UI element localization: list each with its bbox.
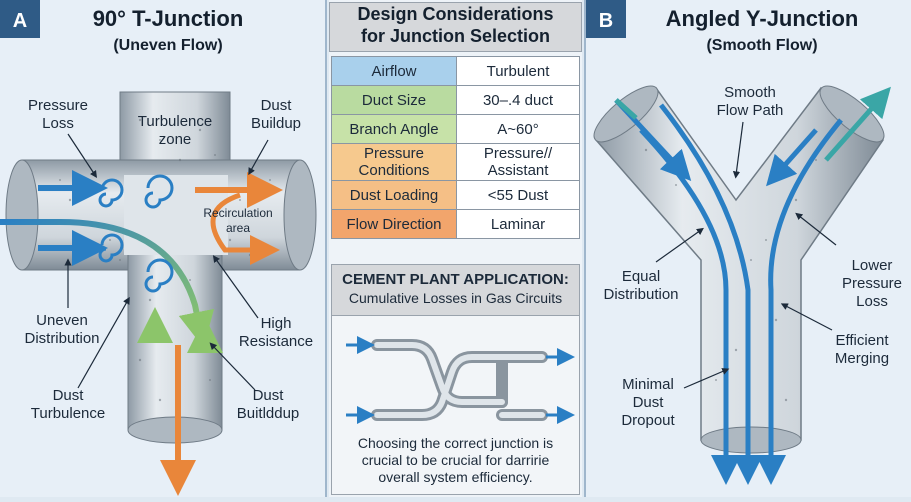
- design-table-value: Laminar: [490, 215, 546, 233]
- design-table-value-cell: Laminar: [456, 209, 580, 239]
- t-junction-left-opening: [5, 159, 39, 271]
- design-table-label: Dust Loading: [349, 186, 439, 204]
- swirl-icon: [98, 233, 124, 263]
- y-flow-lines: [614, 98, 843, 485]
- design-table-value: <55 Dust: [487, 186, 549, 204]
- callout-lines: [64, 133, 269, 391]
- design-table-value-cell: Pressure//Assistant: [456, 143, 580, 181]
- design-table-value: 30–.4 duct: [482, 91, 554, 109]
- design-table-value: Turbulent: [486, 62, 550, 80]
- design-table-row: Airflow Turbulent: [331, 56, 580, 86]
- badge-a: [0, 0, 40, 38]
- t-junction-title: 90° T-Junction: [93, 6, 244, 31]
- cement-plant-title: CEMENT PLANT APPLICATION:: [342, 271, 569, 288]
- main-flow-arrow: [0, 219, 215, 348]
- design-table-value-cell: Turbulent: [456, 56, 580, 86]
- design-table-row: Duct Size 30–.4 duct: [331, 85, 580, 115]
- turbulence-swirls: [98, 174, 174, 293]
- design-table-label: Pressure: [363, 145, 425, 162]
- gas-circuit-ducts: [346, 336, 575, 424]
- text-line: crucial to be crucial for darririe: [361, 452, 550, 468]
- design-table-label-cell: Flow Direction: [331, 209, 457, 239]
- t-junction-subtitle: (Uneven Flow): [113, 37, 222, 54]
- cement-plant-subtitle: Cumulative Losses in Gas Circuits: [348, 290, 563, 306]
- swirl-icon: [144, 174, 174, 209]
- design-table-row: Flow Direction Laminar: [331, 209, 580, 239]
- cement-plant-header: CEMENT PLANT APPLICATION: Cumulative Los…: [332, 265, 579, 316]
- design-table-label: Branch Angle: [349, 120, 439, 138]
- badge-b: [586, 0, 626, 38]
- cement-plant-box: CEMENT PLANT APPLICATION: Cumulative Los…: [331, 264, 580, 495]
- badge-a-text: A: [13, 10, 27, 32]
- badge-b-text: B: [599, 10, 613, 32]
- swirl-icon: [144, 258, 174, 293]
- design-table-value: Pressure//: [483, 145, 553, 162]
- design-table-row: Branch Angle A~60°: [331, 114, 580, 144]
- t-junction-right-opening: [283, 159, 317, 271]
- cement-plant-text: Choosing the correct junction is crucial…: [332, 435, 579, 486]
- t-junction-panel: A 90° T-Junction (Uneven Flow): [0, 0, 327, 497]
- design-table-row: Dust Loading <55 Dust: [331, 180, 580, 210]
- y-callout-lines: [655, 121, 837, 389]
- design-table-value: A~60°: [497, 120, 539, 138]
- design-table-value: Assistant: [487, 162, 549, 179]
- y-junction-subtitle: (Smooth Flow): [706, 37, 817, 54]
- y-junction-title: Angled Y-Junction: [666, 6, 859, 31]
- design-table-label-cell: Duct Size: [331, 85, 457, 115]
- design-considerations-title: Design Considerations for Junction Selec…: [329, 2, 582, 52]
- design-table-label-cell: Dust Loading: [331, 180, 457, 210]
- text-line: Choosing the correct junction is: [357, 435, 554, 451]
- design-table-label-cell: Airflow: [331, 56, 457, 86]
- design-table-label-cell: Branch Angle: [331, 114, 457, 144]
- design-table-value-cell: 30–.4 duct: [456, 85, 580, 115]
- design-table-label: Duct Size: [361, 91, 427, 109]
- recirculation-arrow: [210, 192, 280, 265]
- design-considerations-panel: Design Considerations for Junction Selec…: [329, 0, 582, 497]
- y-junction-panel: B Angled Y-Junction (Smooth Flow): [584, 0, 911, 497]
- design-table-value-cell: <55 Dust: [456, 180, 580, 210]
- t-junction-diagram: A 90° T-Junction (Uneven Flow): [0, 0, 317, 496]
- title-line: Design Considerations: [357, 4, 554, 24]
- outflow-arrow-right: [824, 86, 891, 162]
- design-table-value-cell: A~60°: [456, 114, 580, 144]
- inflow-arrow-left: [614, 98, 638, 120]
- design-table-label: Airflow: [371, 62, 417, 80]
- design-table-label: Flow Direction: [346, 215, 442, 233]
- duct-highlight: [374, 342, 545, 418]
- design-table-label: Conditions: [358, 162, 430, 179]
- text-line: overall system efficiency.: [378, 469, 533, 485]
- y-junction-bottom-opening: [700, 426, 802, 454]
- swirl-icon: [98, 178, 124, 208]
- y-junction-diagram: B Angled Y-Junction (Smooth Flow): [586, 0, 902, 485]
- title-line: for Junction Selection: [360, 26, 551, 46]
